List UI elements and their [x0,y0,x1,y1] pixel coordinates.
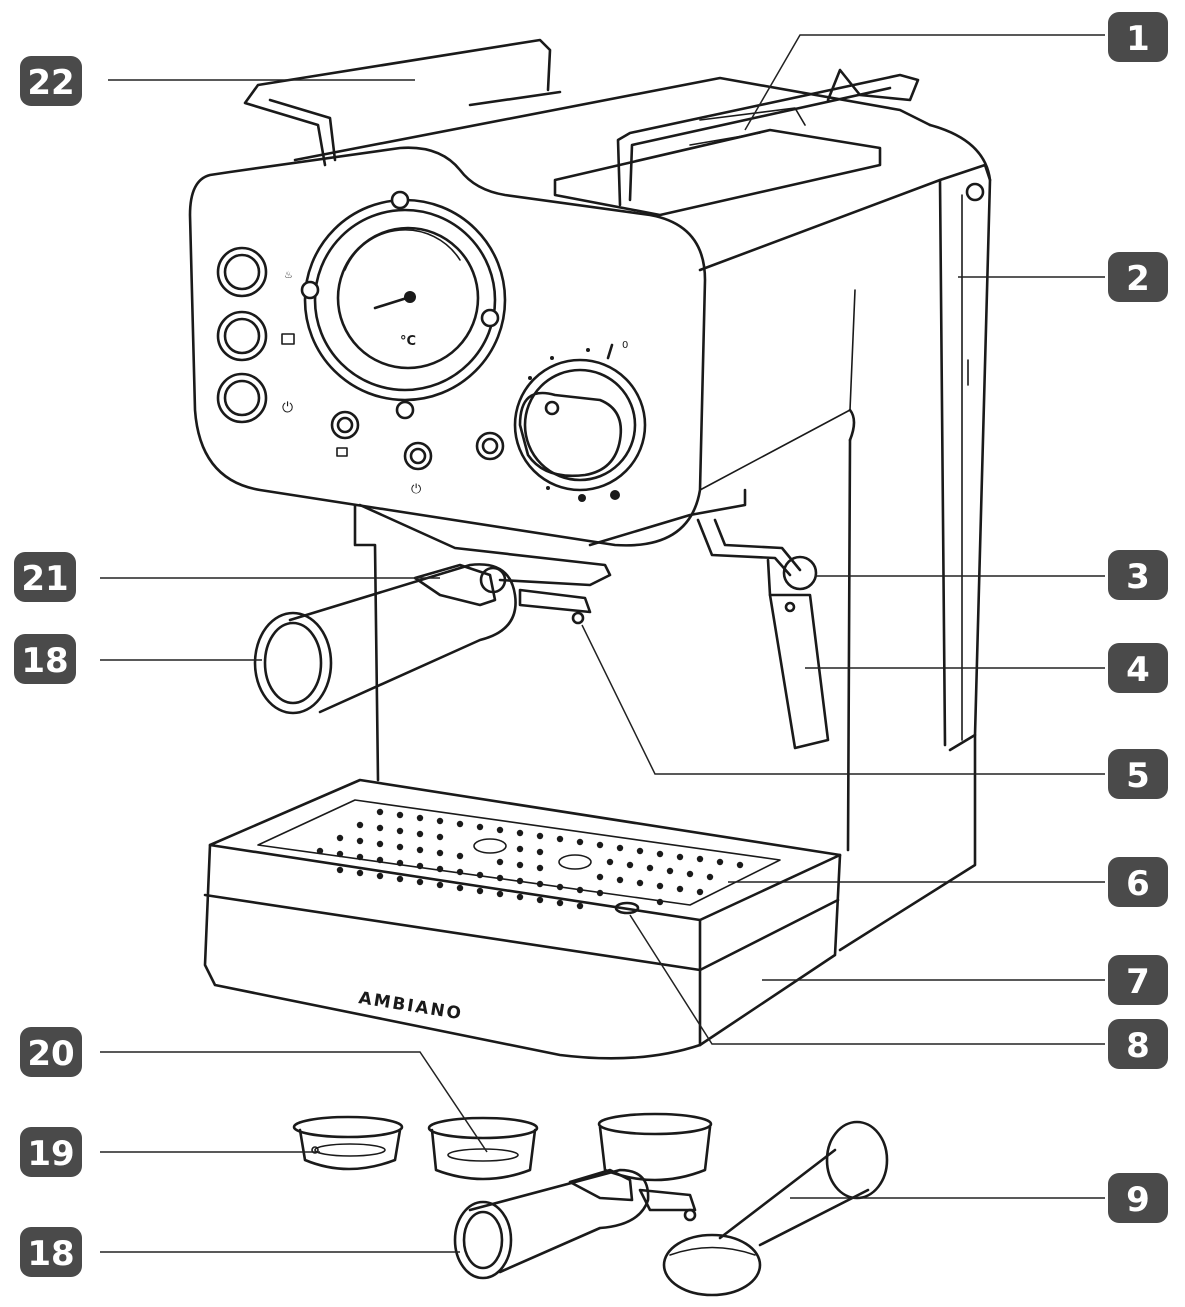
svg-text:21: 21 [21,559,68,599]
callout-badge-19: 19 [20,1127,82,1177]
callout-badge-18-top: 18 [14,634,76,684]
brand-logo-text: AMBIANO [357,988,464,1024]
svg-text:19: 19 [27,1134,74,1174]
svg-text:2: 2 [1126,259,1150,299]
steam-control-dial: 0 [513,340,647,502]
filter-insert-double [427,1116,539,1181]
machine-body [188,123,992,952]
top-cover [293,76,932,217]
svg-text:7: 7 [1126,962,1150,1002]
svg-text:18: 18 [27,1234,74,1274]
drip-tray: AMBIANO [203,778,842,1060]
portafilter-detached [453,1112,713,1280]
svg-text:9: 9 [1126,1180,1150,1220]
leader-lines [100,34,1105,1253]
filter-insert-single [292,1115,404,1171]
cup-warmer-rail [243,38,920,207]
svg-text:8: 8 [1126,1026,1150,1066]
portafilter-attached [253,563,517,715]
callout-badge-9: 9 [1108,1173,1168,1223]
callout-badge-7: 7 [1108,955,1168,1005]
svg-text:3: 3 [1126,557,1150,597]
callout-badge-8: 8 [1108,1019,1168,1069]
svg-text:20: 20 [27,1034,74,1074]
callout-badge-2: 2 [1108,252,1168,302]
steam-wand [696,518,830,750]
callout-badge-21: 21 [14,552,76,602]
callout-badge-4: 4 [1108,643,1168,693]
callout-badge-20: 20 [20,1027,82,1077]
svg-text:1: 1 [1126,19,1150,59]
indicator-lights: ⏻ [330,410,505,497]
callout-badge-3: 3 [1108,550,1168,600]
dial-zero-label: 0 [622,340,628,351]
svg-text:⏻: ⏻ [411,482,421,497]
measuring-spoon-tamper [662,1120,889,1297]
svg-text:4: 4 [1126,650,1150,690]
left-buttons: ♨ ⏻ [216,246,295,424]
gauge-unit-label: °C [400,334,416,349]
brewing-head [358,503,612,625]
svg-text:⏻: ⏻ [282,400,293,416]
callout-badge-1: 1 [1108,12,1168,62]
callout-badge-22: 22 [20,56,82,106]
svg-text:18: 18 [21,641,68,681]
pressure-gauge: °C [300,190,507,420]
svg-text:5: 5 [1126,756,1150,796]
svg-text:22: 22 [27,63,74,103]
drip-grid [316,808,744,915]
callout-badge-18-bottom: 18 [20,1227,82,1277]
svg-text:♨: ♨ [284,270,293,281]
svg-text:6: 6 [1126,864,1150,904]
callout-badge-5: 5 [1108,749,1168,799]
callout-badge-6: 6 [1108,857,1168,907]
